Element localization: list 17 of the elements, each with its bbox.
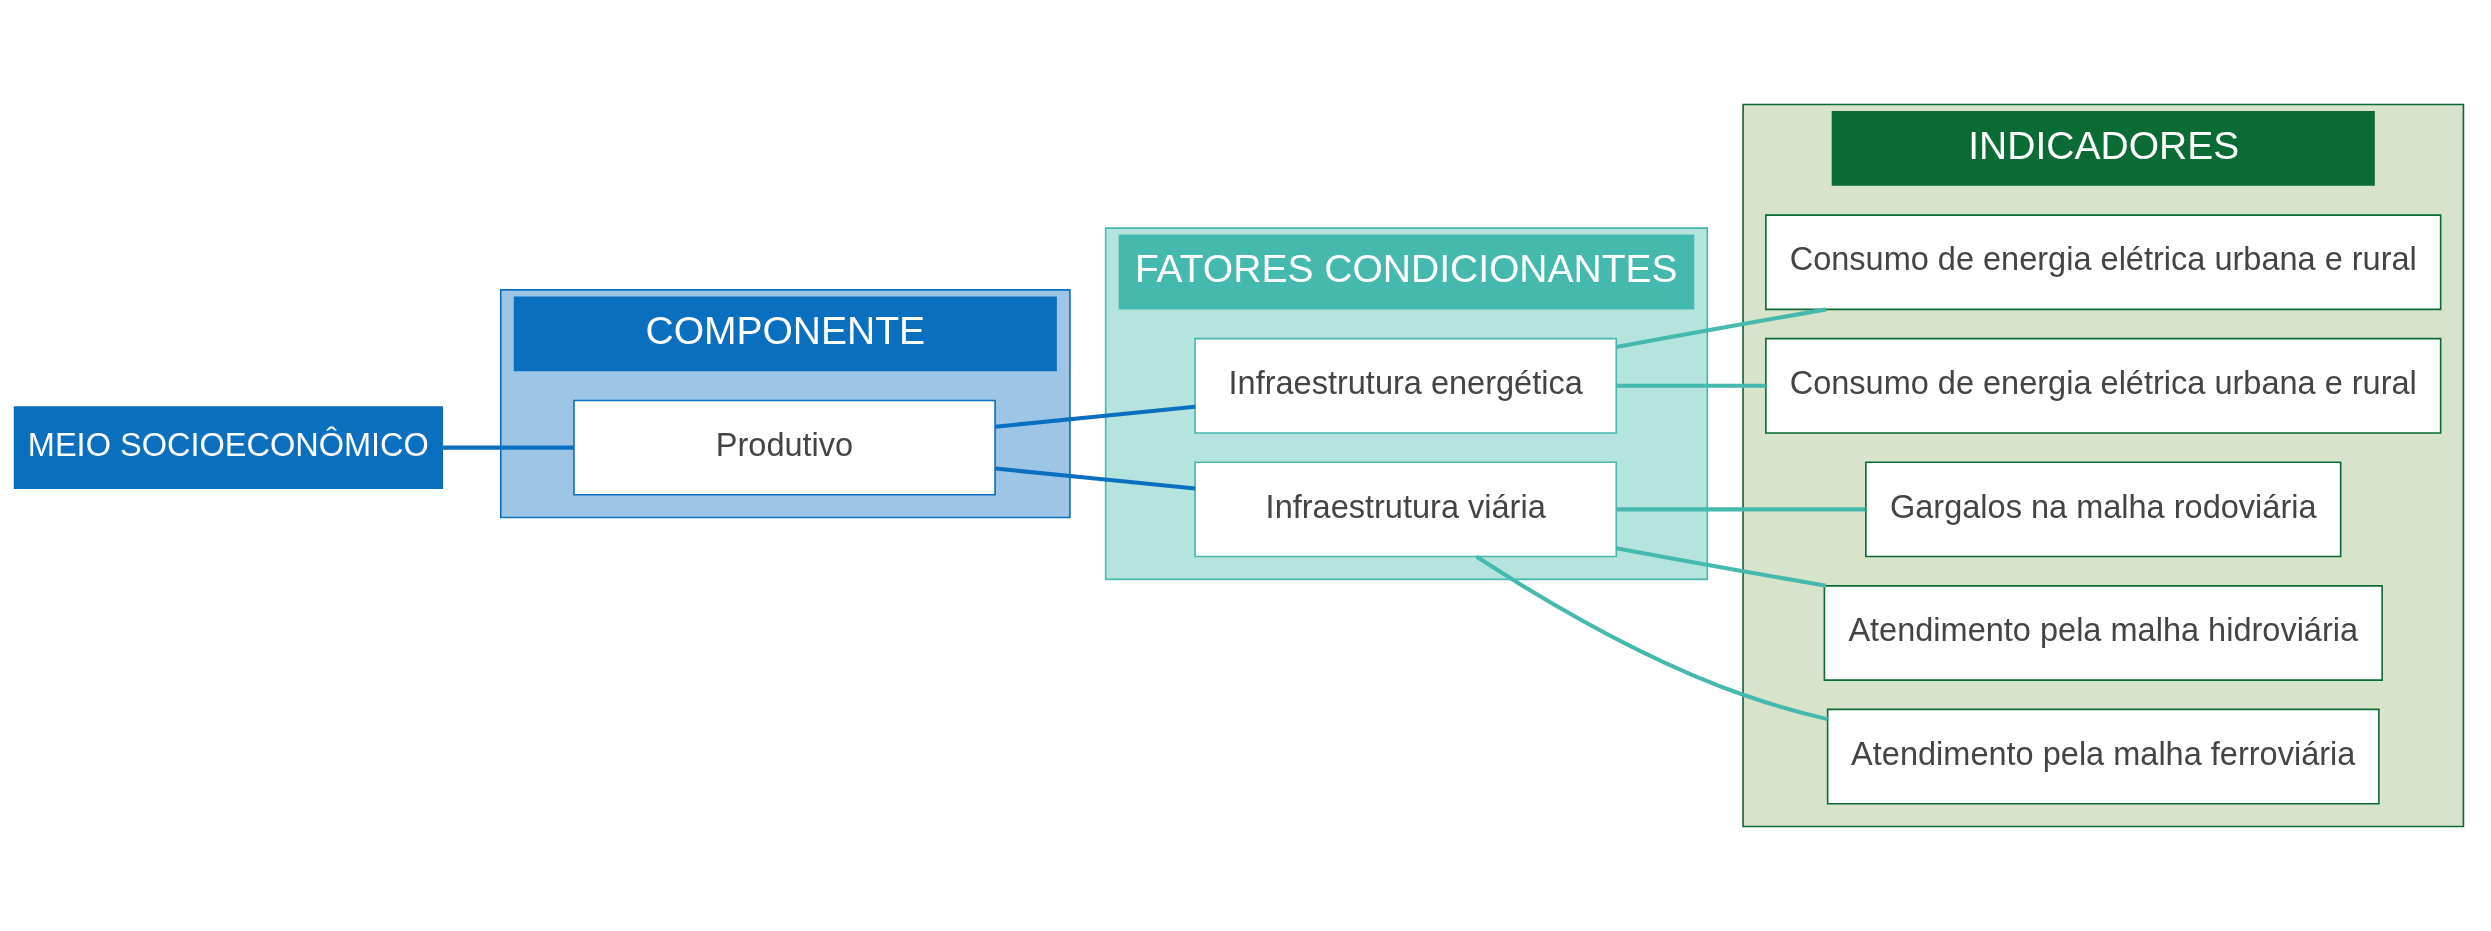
node-box: Consumo de energia elétrica urbana e rural — [1765, 337, 2442, 434]
node-box: Infraestrutura energética — [1194, 337, 1618, 434]
node-box: Produtivo — [573, 399, 996, 496]
node-box: Atendimento pela malha hidroviária — [1823, 585, 2383, 681]
node-box: Consumo de energia elétrica urbana e rural — [1765, 214, 2442, 311]
node-box: Atendimento pela malha ferroviária — [1826, 708, 2380, 805]
connector — [1616, 307, 1827, 349]
connector — [1475, 555, 1829, 722]
node-box: Infraestrutura viária — [1194, 461, 1618, 558]
node-box: Gargalos na malha rodoviária — [1865, 461, 2342, 558]
node-box: MEIO SOCIOECONÔMICO — [13, 406, 444, 490]
connector — [443, 445, 574, 450]
connector — [995, 466, 1196, 491]
connector — [1616, 546, 1827, 588]
connector — [1616, 507, 1866, 512]
connector — [1616, 383, 1766, 388]
connector — [995, 404, 1196, 429]
